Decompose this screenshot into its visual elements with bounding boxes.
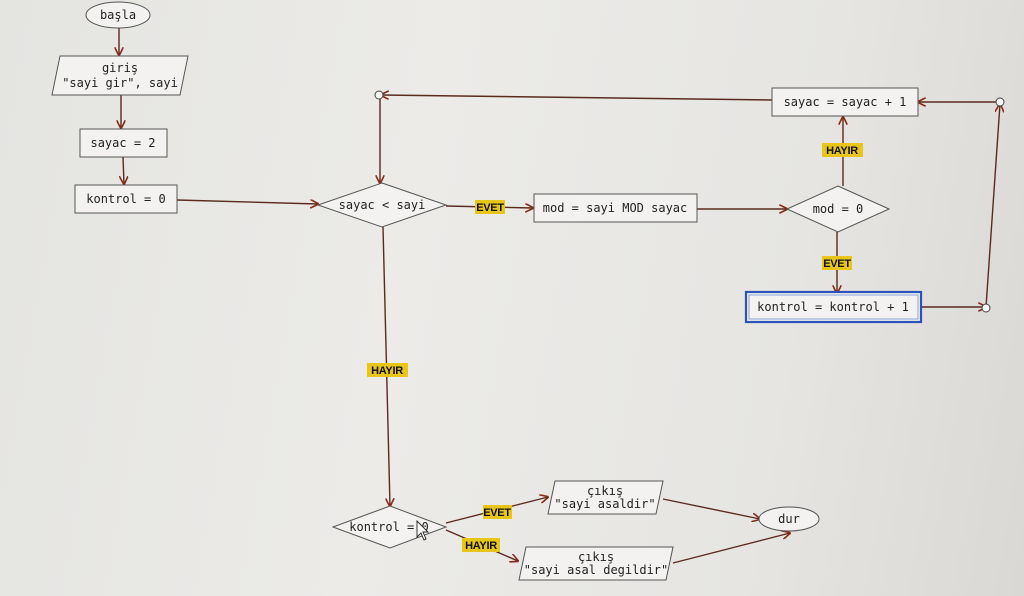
junction-top-right — [995, 97, 1005, 107]
node-output-notprime-line1: çıkış — [578, 550, 614, 564]
edge-notprime-to-end — [672, 533, 790, 564]
node-input-line1: giriş — [102, 61, 138, 75]
node-input[interactable]: giriş "sayi gir", sayi — [51, 55, 189, 96]
junction-top-left — [374, 90, 384, 100]
node-loop-condition-label: sayac < sayi — [339, 198, 426, 212]
node-output-notprime[interactable]: çıkış "sayi asal degildir" — [518, 546, 674, 581]
node-mod-calc[interactable]: mod = sayi MOD sayac — [533, 193, 698, 223]
edge-junction-up — [985, 104, 1000, 308]
node-output-notprime-line2: "sayi asal degildir" — [524, 563, 669, 577]
node-end[interactable]: dur — [758, 506, 820, 532]
node-loop-condition[interactable]: sayac < sayi — [316, 182, 448, 228]
node-assign-counter-label: sayac = 2 — [90, 136, 155, 150]
edge-increment-counter-to-top-junction — [381, 95, 773, 101]
node-output-prime-line2: "sayi asaldir" — [554, 497, 655, 511]
node-end-label: dur — [778, 512, 800, 526]
edge-label-mod-yes: EVET — [822, 256, 852, 270]
edge-label-control-yes-text: EVET — [483, 507, 511, 519]
node-increment-counter[interactable]: sayac = sayac + 1 — [771, 87, 919, 117]
edge-label-loop-yes: EVET — [475, 200, 505, 214]
node-increment-control[interactable]: kontrol = kontrol + 1 — [744, 290, 923, 324]
edge-label-control-yes: EVET — [483, 505, 512, 519]
node-start-label: başla — [100, 8, 136, 22]
junction-right — [981, 303, 991, 313]
node-assign-control-label: kontrol = 0 — [86, 192, 165, 206]
edge-label-loop-no: HAYIR — [367, 363, 408, 377]
node-control-condition[interactable]: kontrol = 0 — [331, 505, 448, 549]
node-increment-counter-label: sayac = sayac + 1 — [784, 95, 907, 109]
node-increment-control-label: kontrol = kontrol + 1 — [757, 300, 909, 314]
node-mod-condition[interactable]: mod = 0 — [785, 185, 891, 233]
node-control-condition-label: kontrol = 0 — [349, 520, 428, 534]
edge-label-control-no-text: HAYIR — [465, 540, 497, 552]
mouse-cursor-icon — [416, 519, 430, 541]
node-mod-calc-label: mod = sayi MOD sayac — [543, 201, 688, 215]
node-output-prime[interactable]: çıkış "sayi asaldir" — [547, 480, 664, 515]
edge-label-mod-yes-text: EVET — [823, 258, 851, 270]
edge-label-mod-no-text: HAYIR — [826, 145, 858, 157]
edge-control-to-loop — [176, 200, 318, 204]
node-assign-counter[interactable]: sayac = 2 — [79, 128, 168, 158]
node-input-line2: "sayi gir", sayi — [62, 76, 178, 90]
edge-counter-to-control — [123, 156, 124, 184]
node-mod-condition-label: mod = 0 — [813, 202, 864, 216]
node-assign-control[interactable]: kontrol = 0 — [74, 184, 178, 214]
edge-label-loop-no-text: HAYIR — [371, 365, 403, 377]
node-start[interactable]: başla — [85, 1, 151, 29]
edge-label-mod-no: HAYIR — [822, 143, 863, 157]
node-output-prime-line1: çıkış — [587, 484, 623, 498]
edge-label-loop-yes-text: EVET — [476, 202, 504, 214]
edge-prime-to-end — [662, 498, 760, 519]
edge-label-control-no: HAYIR — [462, 538, 500, 552]
